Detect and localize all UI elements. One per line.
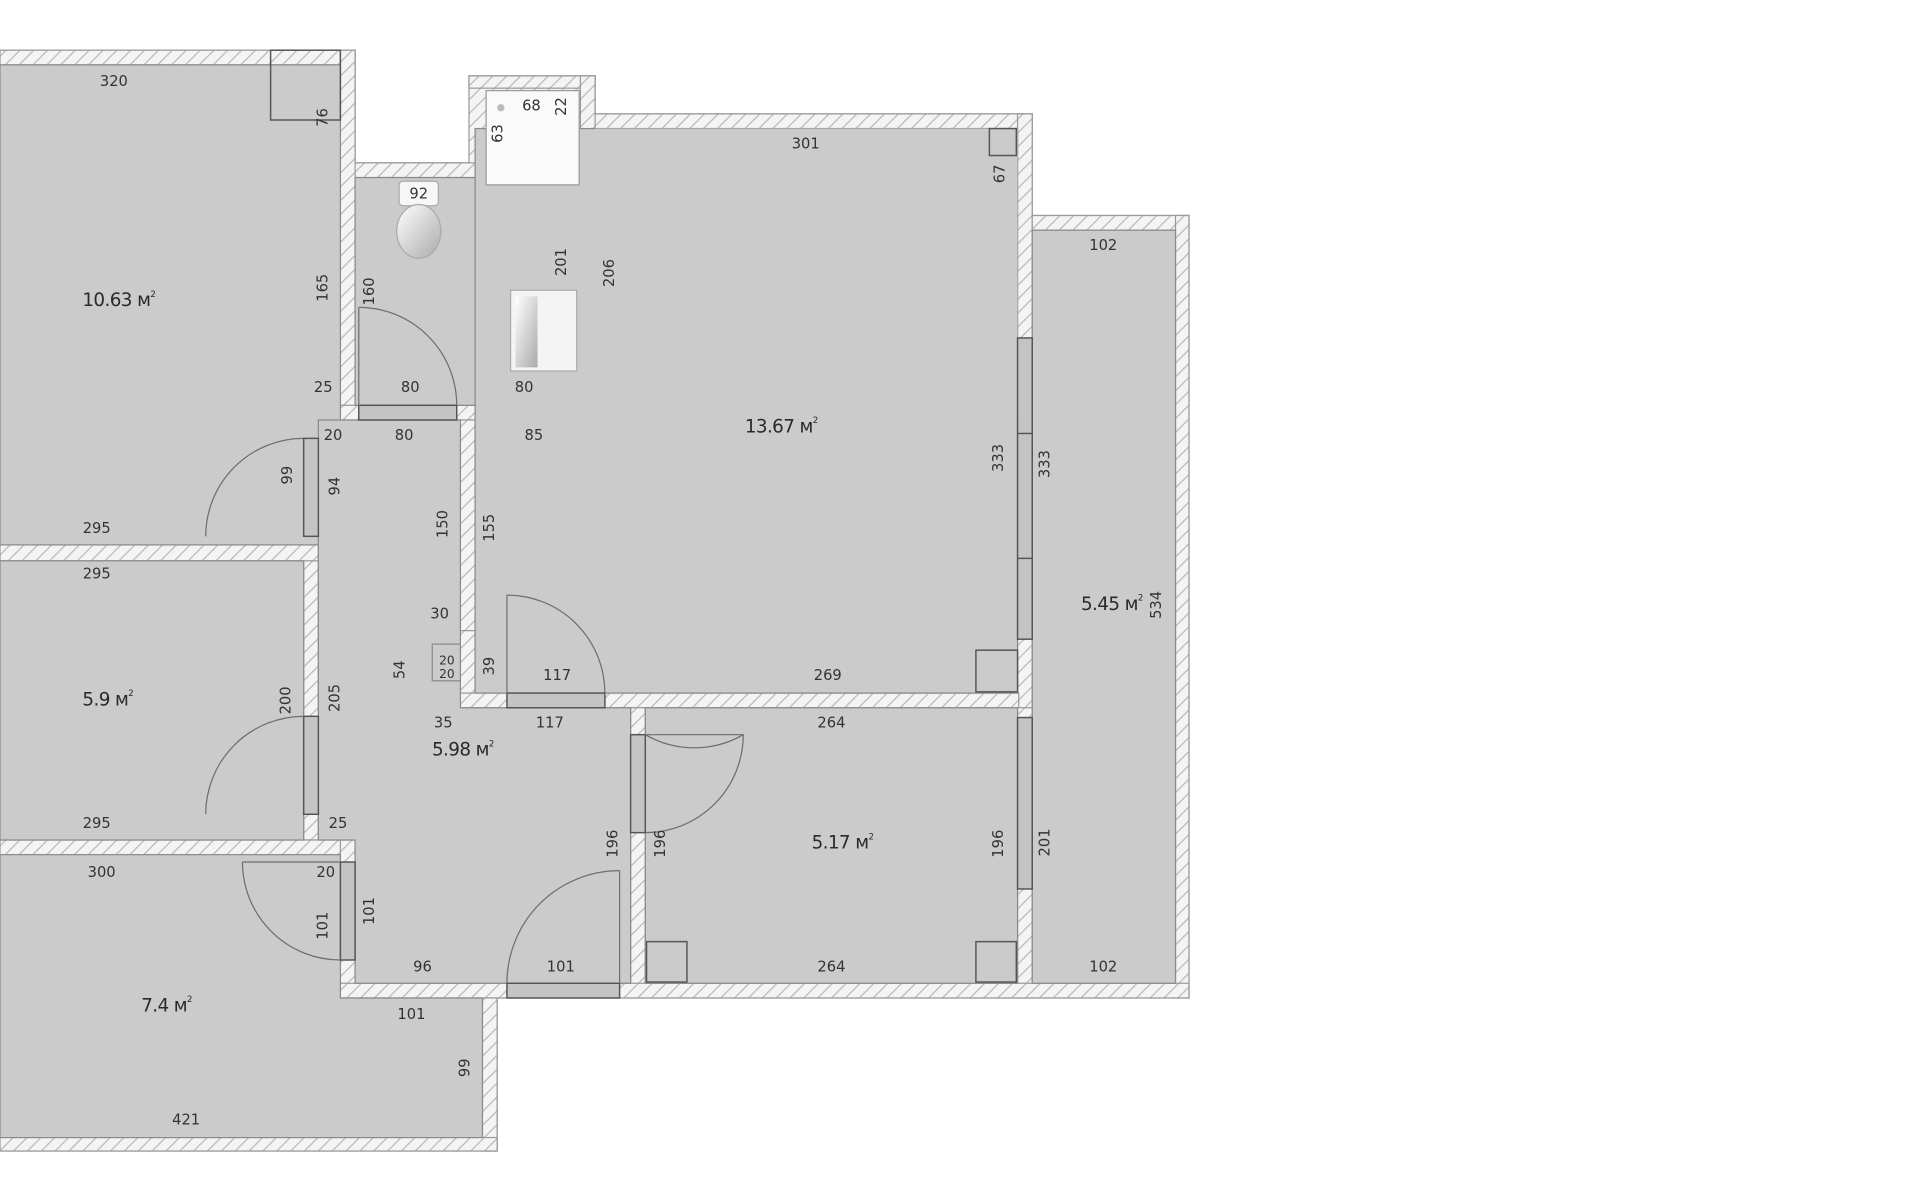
svg-text:25: 25 [329,815,348,832]
svg-text:333: 333 [1037,450,1054,478]
svg-text:264: 264 [817,958,845,975]
svg-text:76: 76 [314,108,331,127]
svg-text:94: 94 [327,477,344,496]
svg-text:421: 421 [172,1111,200,1128]
svg-text:20: 20 [316,864,335,881]
svg-text:25: 25 [314,379,333,396]
doors [205,306,1033,999]
svg-text:301: 301 [792,135,820,152]
room-2-door[interactable] [302,715,320,816]
svg-text:13.67 м2: 13.67 м2 [745,416,818,438]
svg-text:101: 101 [397,1006,425,1023]
svg-text:196: 196 [604,830,621,858]
room-10-63[interactable] [0,64,342,546]
kitchen-door[interactable] [629,733,647,834]
bathroom-door[interactable] [358,404,458,421]
svg-text:96: 96 [413,958,432,975]
svg-text:80: 80 [395,427,414,444]
svg-text:534: 534 [1148,591,1165,619]
svg-text:7.4 м2: 7.4 м2 [141,995,192,1017]
svg-text:269: 269 [814,667,842,684]
dimension-labels: 320 76 165 25 295 295 295 92 68 22 63 20… [83,73,1165,1128]
svg-text:201: 201 [1037,828,1054,856]
svg-text:54: 54 [391,660,408,679]
room-5-9[interactable] [0,560,305,841]
kitchen-5-17[interactable] [644,707,1019,984]
svg-text:67: 67 [991,165,1008,184]
svg-text:5.98 м2: 5.98 м2 [432,739,494,761]
area-labels: 10.63 м2 13.67 м2 5.45 м2 5.9 м2 5.98 м2… [82,289,1143,1017]
svg-text:5.17 м2: 5.17 м2 [812,832,874,854]
svg-text:5.9 м2: 5.9 м2 [82,689,133,711]
rooms [0,64,1177,1139]
svg-text:117: 117 [536,715,564,732]
svg-text:35: 35 [434,715,453,732]
svg-text:39: 39 [481,657,498,676]
svg-text:20: 20 [439,654,455,668]
svg-text:155: 155 [481,514,498,542]
svg-text:295: 295 [83,520,111,537]
svg-text:206: 206 [601,259,618,287]
entrance-door[interactable] [506,982,621,999]
svg-text:295: 295 [83,815,111,832]
svg-text:320: 320 [100,73,128,90]
living-room-upper [595,128,1018,421]
svg-text:85: 85 [525,427,544,444]
svg-text:20: 20 [439,667,455,681]
svg-text:300: 300 [88,864,116,881]
cabinet-square [269,49,342,121]
room-1-door[interactable] [302,437,320,538]
toilet-bowl [396,203,442,259]
svg-text:117: 117 [543,667,571,684]
svg-text:99: 99 [279,466,296,485]
living-door[interactable] [506,692,606,709]
svg-text:165: 165 [314,274,331,302]
svg-text:68: 68 [522,98,541,115]
balcony-window-1[interactable] [1016,337,1033,640]
svg-text:196: 196 [990,830,1007,858]
svg-text:333: 333 [990,444,1007,472]
svg-text:264: 264 [817,715,845,732]
svg-text:99: 99 [456,1058,473,1077]
svg-text:80: 80 [515,379,534,396]
balcony-window-2[interactable] [1016,716,1033,890]
svg-text:80: 80 [401,379,420,396]
svg-text:201: 201 [553,248,570,276]
svg-text:22: 22 [553,97,570,116]
svg-text:10.63 м2: 10.63 м2 [82,289,155,311]
svg-text:196: 196 [652,830,669,858]
svg-text:102: 102 [1089,237,1117,254]
niche [431,643,462,682]
svg-text:101: 101 [361,897,378,925]
svg-text:205: 205 [327,684,344,712]
svg-text:295: 295 [83,565,111,582]
svg-text:92: 92 [409,186,428,203]
svg-text:30: 30 [430,606,449,623]
svg-text:160: 160 [361,277,378,305]
svg-text:150: 150 [434,510,451,538]
room-3-door[interactable] [339,861,356,961]
svg-text:102: 102 [1089,958,1117,975]
svg-text:20: 20 [324,427,343,444]
svg-text:101: 101 [314,912,331,940]
svg-text:101: 101 [547,958,575,975]
svg-text:200: 200 [278,686,295,714]
svg-text:5.45 м2: 5.45 м2 [1081,593,1143,615]
fixtures [269,49,1019,983]
room-7-4[interactable] [0,854,484,1139]
hall-5-98[interactable] [317,419,632,984]
svg-text:63: 63 [489,124,506,143]
